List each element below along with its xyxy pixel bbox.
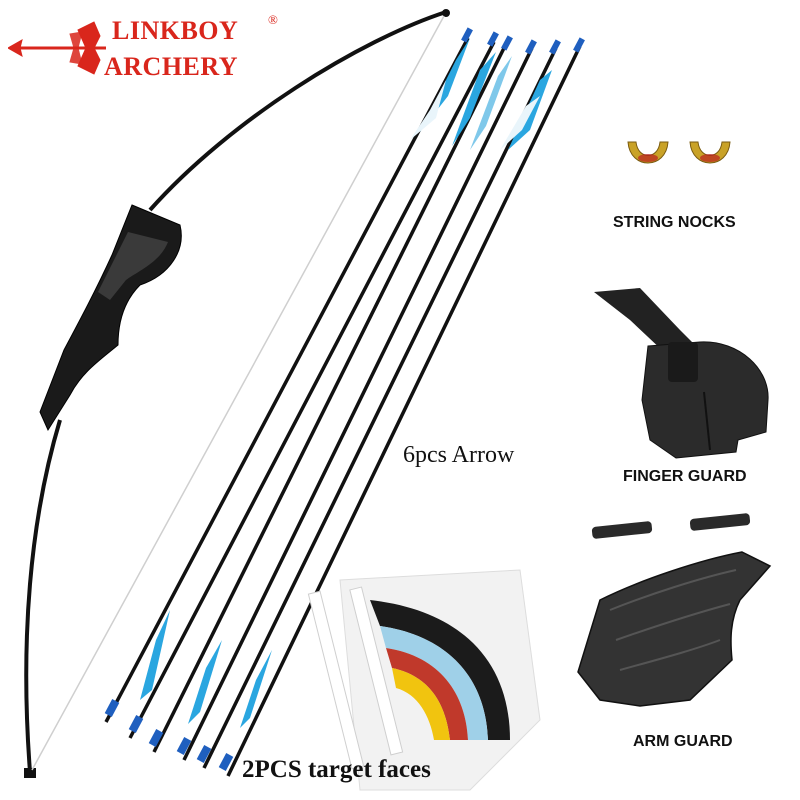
arm-guard-item (577, 513, 772, 707)
arrow-fletching-top (410, 38, 552, 150)
bow-grip-highlight (98, 232, 168, 300)
registered-mark: ® (268, 12, 278, 27)
arm-guard-label: ARM GUARD (633, 733, 733, 750)
brand-name-line2: ARCHERY (104, 52, 239, 81)
bow-riser (39, 204, 182, 432)
finger-guard-label: FINGER GUARD (623, 468, 747, 485)
bow-string (31, 15, 445, 771)
string-nocks-item (627, 141, 731, 164)
bow-upper-limb (148, 10, 447, 212)
string-nocks-label: STRING NOCKS (613, 214, 736, 231)
arrow-fletching-bottom (140, 610, 272, 728)
arrow-logo-icon (8, 21, 106, 75)
arrow-nocks-bottom (104, 699, 234, 771)
target-faces-item (307, 569, 541, 791)
string-nock-right (689, 141, 731, 164)
arrows-set (104, 27, 585, 777)
brand-logo (8, 21, 106, 75)
bow-tip-bottom (24, 768, 36, 778)
arrows-label: 6pcs Arrow (403, 442, 515, 468)
bow-tip-top (442, 9, 450, 17)
bow-lower-limb (24, 419, 62, 773)
arrow-shaft (104, 37, 582, 777)
finger-guard-item (594, 288, 769, 459)
recurve-bow (24, 9, 450, 778)
target-faces-label: 2PCS target faces (242, 756, 431, 783)
arrow-nocks-top (461, 27, 585, 55)
string-nock-left (627, 141, 669, 164)
brand-name-line1: LINKBOY (112, 16, 239, 45)
